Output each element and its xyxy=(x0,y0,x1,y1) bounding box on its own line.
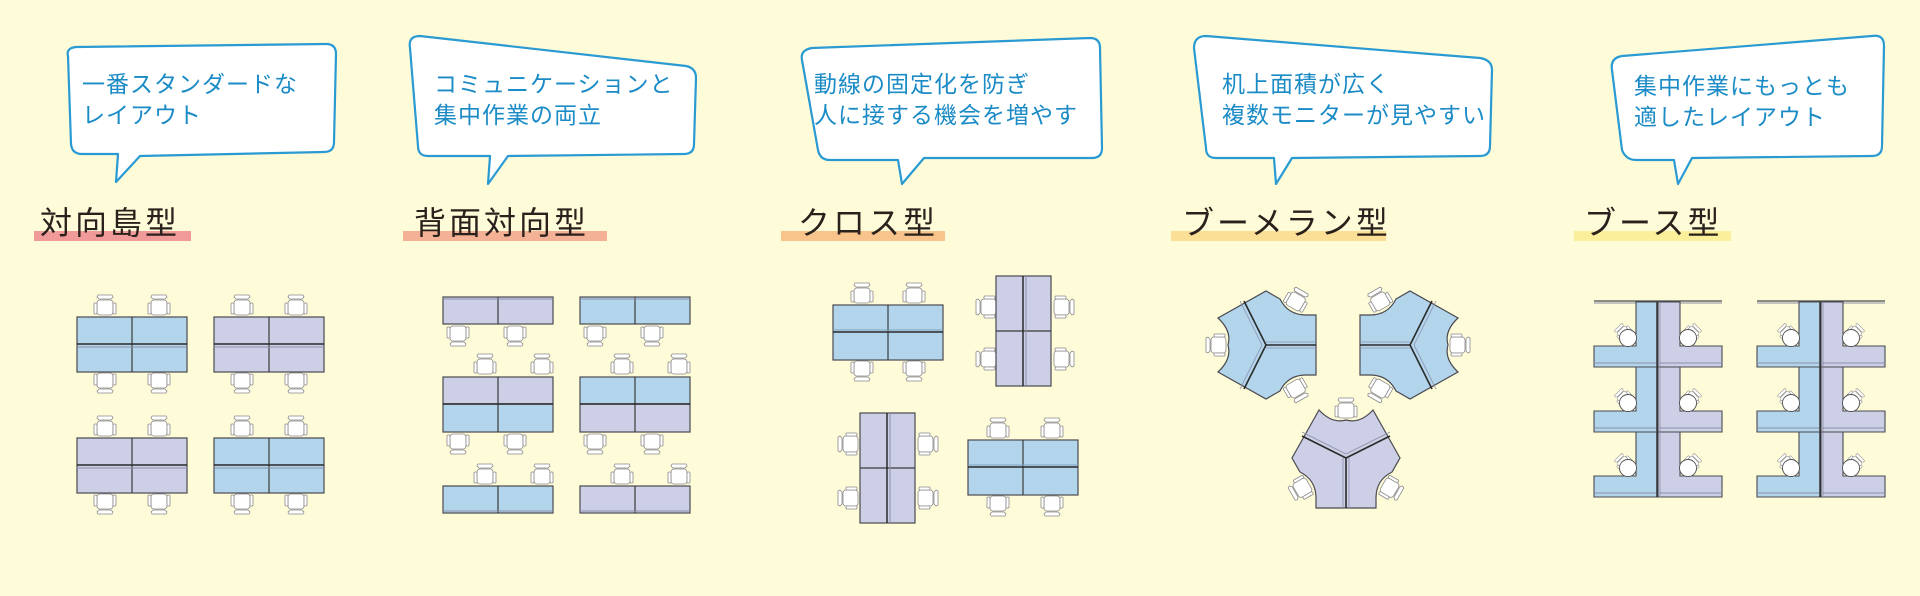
bubble-text: 机上面積が広く 複数モニターが見やすい xyxy=(1222,70,1486,132)
layout-section-haimen-taikou: コミュニケーションと 集中作業の両立 背面対向型 xyxy=(380,0,770,592)
desk-diagram xyxy=(832,275,1079,524)
layout-title: 背面対向型 xyxy=(414,204,590,242)
bubble-line: 複数モニターが見やすい xyxy=(1222,103,1486,129)
boomerang-pod xyxy=(1359,284,1471,406)
bubble-line: 集中作業にもっとも xyxy=(1634,74,1850,100)
desk-row xyxy=(442,296,691,346)
floor-plan-taikou-jima xyxy=(0,0,380,596)
layout-title: ブース型 xyxy=(1584,204,1723,242)
layout-section-cross: 動線の固定化を防ぎ 人に接する機会を増やす クロス型 xyxy=(770,0,1160,592)
layout-title: 対向島型 xyxy=(40,204,181,242)
speech-bubble: 集中作業にもっとも 適したレイアウト xyxy=(1600,34,1900,194)
desk-diagram xyxy=(1550,300,1920,592)
title-underline xyxy=(781,231,945,241)
speech-bubble-shape xyxy=(408,34,698,186)
desk-row xyxy=(442,463,691,514)
floor-plan-cross xyxy=(770,0,1160,596)
layout-section-taikou-jima: 一番スタンダードな レイアウト 対向島型 xyxy=(0,0,380,592)
title-underline xyxy=(403,231,607,241)
desk-diagram xyxy=(76,294,325,592)
title-underline xyxy=(34,231,191,241)
bubble-line: レイアウト xyxy=(82,103,202,129)
layout-title: クロス型 xyxy=(798,204,939,242)
boomerang-pod xyxy=(1285,397,1407,509)
bubble-text: コミュニケーションと 集中作業の両立 xyxy=(434,70,674,132)
floor-plan-haimen-taikou xyxy=(380,0,770,596)
desk-island xyxy=(976,275,1074,387)
layout-section-booth: 集中作業にもっとも 適したレイアウト ブース型 xyxy=(1550,0,1920,592)
speech-bubble-shape xyxy=(1610,34,1886,186)
bubble-line: 机上面積が広く xyxy=(1222,72,1390,98)
speech-bubble-shape xyxy=(1192,34,1494,186)
boomerang-pod xyxy=(1205,284,1317,406)
title-underline xyxy=(1574,231,1731,241)
floor-plan-boomerang xyxy=(1160,0,1550,596)
desk-island xyxy=(967,417,1079,516)
bubble-line: コミュニケーションと xyxy=(434,72,674,98)
desk-island xyxy=(213,294,325,393)
bubble-line: 適したレイアウト xyxy=(1634,105,1826,131)
bubble-line: 動線の固定化を防ぎ xyxy=(814,72,1030,98)
booth-column xyxy=(1757,300,1885,497)
speech-bubble-shape xyxy=(66,42,338,184)
bubble-line: 一番スタンダードな xyxy=(82,72,298,98)
layout-section-boomerang: 机上面積が広く 複数モニターが見やすい ブーメラン型 xyxy=(1160,0,1550,592)
bubble-text: 一番スタンダードな レイアウト xyxy=(82,70,298,132)
desk-island xyxy=(76,415,188,514)
bubble-line: 人に接する機会を増やす xyxy=(814,103,1078,129)
title-underline xyxy=(1171,231,1386,241)
layout-title: ブーメラン型 xyxy=(1182,204,1391,242)
bubble-text: 動線の固定化を防ぎ 人に接する機会を増やす xyxy=(814,70,1078,132)
desk-row xyxy=(442,353,691,454)
bubble-line: 集中作業の両立 xyxy=(434,103,602,129)
bubble-text: 集中作業にもっとも 適したレイアウト xyxy=(1634,72,1850,134)
desk-island xyxy=(838,412,938,524)
desk-island xyxy=(213,415,325,514)
speech-bubble: 机上面積が広く 複数モニターが見やすい xyxy=(1184,34,1504,194)
desk-diagram xyxy=(1205,284,1471,509)
desk-island xyxy=(76,294,188,393)
desk-diagram xyxy=(442,296,691,514)
floor-plan-booth xyxy=(1550,0,1920,596)
speech-bubble: 一番スタンダードな レイアウト xyxy=(60,42,340,194)
speech-bubble-shape xyxy=(800,36,1104,186)
speech-bubble: 動線の固定化を防ぎ 人に接する機会を増やす xyxy=(794,36,1114,196)
speech-bubble: コミュニケーションと 集中作業の両立 xyxy=(404,34,704,194)
booth-column xyxy=(1594,300,1722,497)
desk-island xyxy=(832,282,944,381)
